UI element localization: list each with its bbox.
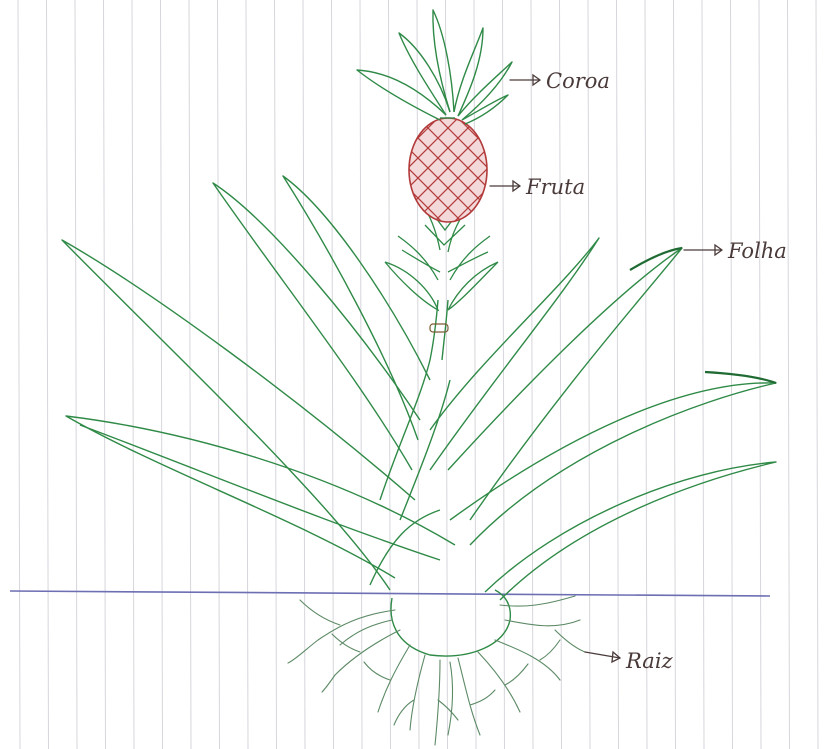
notebook-rule-line xyxy=(503,0,505,749)
leaf-right-long xyxy=(448,248,682,520)
notebook-rule-line xyxy=(759,0,761,749)
notebook-rule-line xyxy=(275,0,277,749)
leaf-right-mid-edge xyxy=(705,372,776,383)
notebook-rule-line xyxy=(218,0,220,749)
fruit-body xyxy=(409,118,487,222)
notebook-rule-line xyxy=(702,0,704,749)
notebook-rule-line xyxy=(645,0,647,749)
stem xyxy=(430,300,448,360)
notebook-rule-line xyxy=(674,0,676,749)
leaf-left-upper xyxy=(283,176,430,440)
leaf-far-left xyxy=(62,240,415,590)
notebook-rule-line xyxy=(132,0,134,749)
label-leaf: Folha xyxy=(727,239,787,263)
notebook-rule-line xyxy=(788,0,790,749)
notebook-rule-line xyxy=(617,0,619,749)
notebook-rule-line xyxy=(417,0,419,749)
fruit-arrow xyxy=(490,181,520,191)
label-root: Raiz xyxy=(625,649,674,673)
leaf-right-upper xyxy=(430,238,599,470)
crown-arrow xyxy=(510,75,540,85)
roots xyxy=(288,596,585,745)
leaves xyxy=(62,176,776,600)
notebook-rule-line xyxy=(446,0,448,749)
annotations xyxy=(490,75,722,662)
label-fruit: Fruta xyxy=(525,175,585,199)
notebook-lines xyxy=(18,0,818,749)
notebook-rule-line xyxy=(246,0,248,749)
notebook-rule-line xyxy=(47,0,49,749)
notebook-rule-line xyxy=(332,0,334,749)
label-crown: Coroa xyxy=(546,69,610,93)
notebook-rule-line xyxy=(161,0,163,749)
notebook-rule-line xyxy=(588,0,590,749)
notebook-rule-line xyxy=(189,0,191,749)
notebook-rule-line xyxy=(303,0,305,749)
notebook-rule-line xyxy=(531,0,533,749)
leaf-left-lower-inner xyxy=(80,425,440,560)
notebook-rule-line xyxy=(816,0,818,749)
notebook-rule-line xyxy=(75,0,77,749)
notebook-rule-line xyxy=(104,0,106,749)
notebook-rule-line xyxy=(18,0,20,749)
notebook-rule-line xyxy=(360,0,362,749)
crown xyxy=(357,10,512,124)
